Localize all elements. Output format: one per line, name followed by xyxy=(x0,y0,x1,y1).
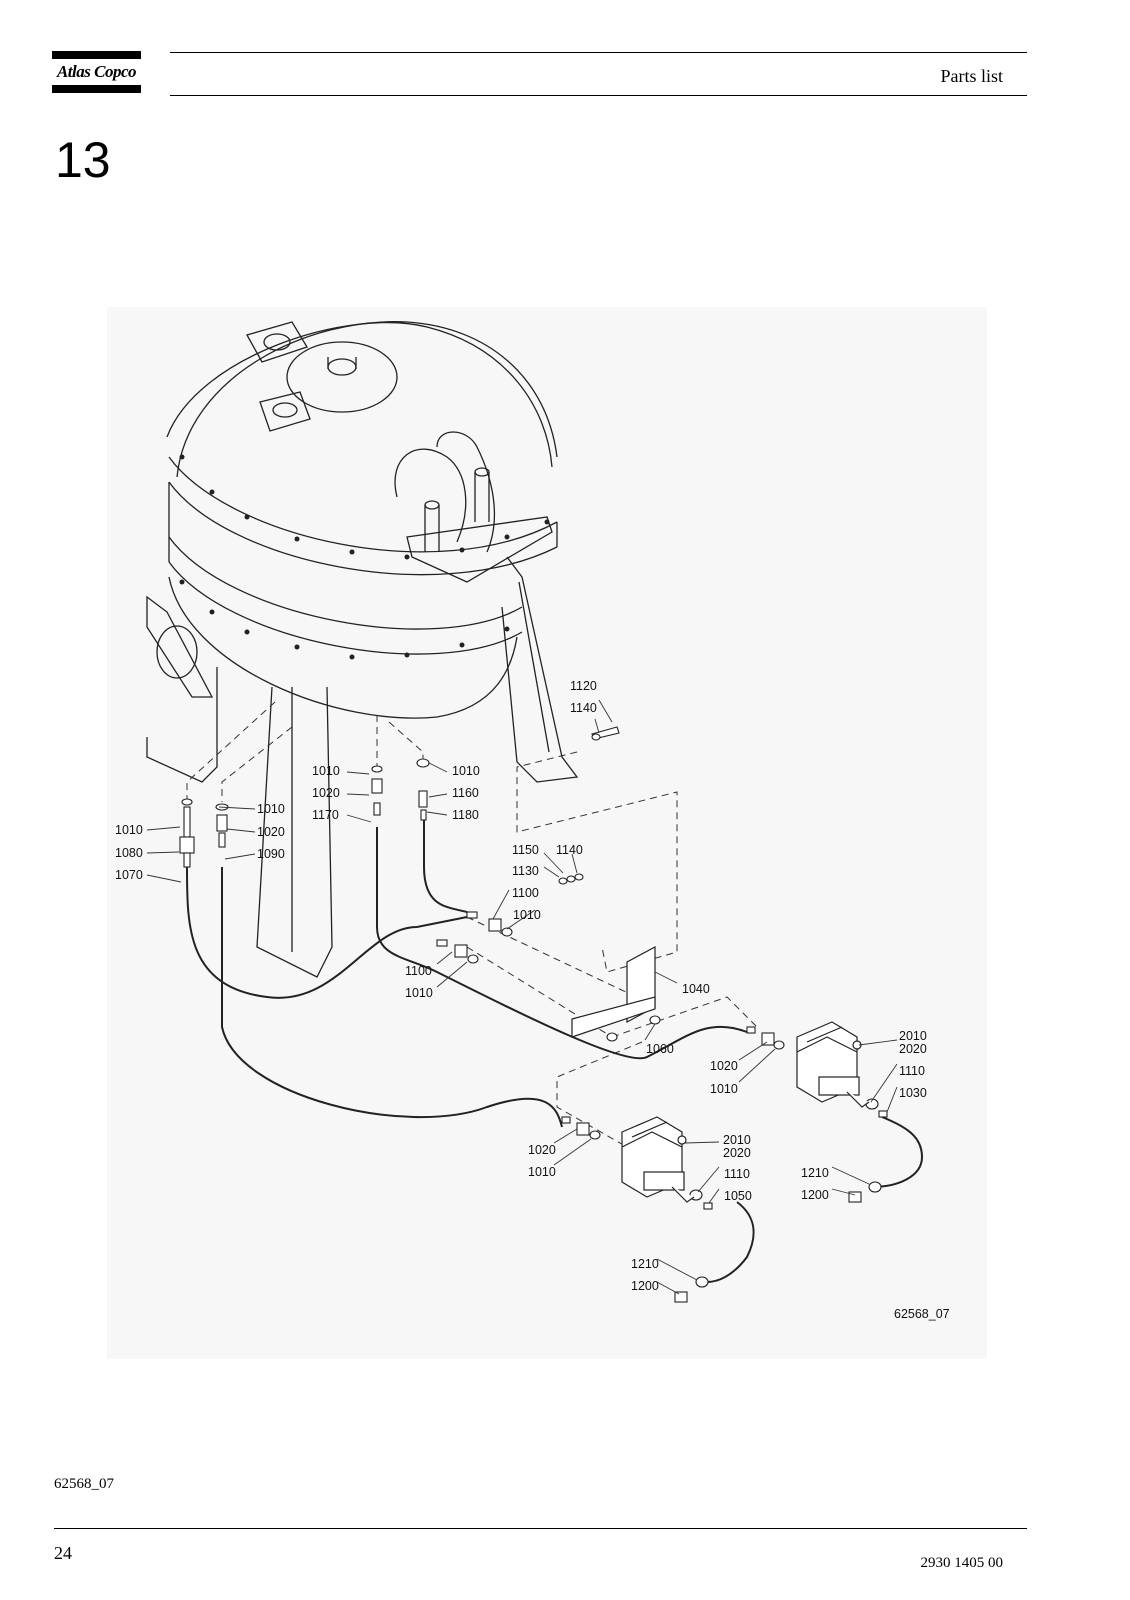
chapter-number: 13 xyxy=(55,132,111,188)
callout-1120: 1120 xyxy=(570,679,597,693)
logo-bottom-bar xyxy=(52,85,141,93)
leader-lines xyxy=(146,699,898,1295)
assembly-dashed-lines xyxy=(186,701,758,1148)
callout-1130: 1130 xyxy=(512,864,539,878)
callout-1010: 1010 xyxy=(710,1082,738,1096)
callout-1010: 1010 xyxy=(528,1165,556,1179)
callout-2010: 2010 xyxy=(899,1029,927,1043)
callout-1110: 1110 xyxy=(724,1167,750,1181)
callout-1170: 1170 xyxy=(312,808,339,822)
callout-1010: 1010 xyxy=(257,802,285,816)
footer-rule xyxy=(54,1528,1027,1529)
callout-1020: 1020 xyxy=(257,825,285,839)
callout-2020: 2020 xyxy=(723,1146,751,1160)
drawing-canvas: 1120 1140 1010 1010 1020 1160 1170 1180 … xyxy=(115,321,950,1321)
callout-1010: 1010 xyxy=(513,908,541,922)
callout-1060: 1060 xyxy=(646,1042,674,1056)
callout-1050: 1050 xyxy=(724,1189,752,1203)
fittings xyxy=(179,726,888,1303)
callout-2020: 2020 xyxy=(899,1042,927,1056)
callout-1010: 1010 xyxy=(115,823,143,837)
callout-1140: 1140 xyxy=(556,843,583,857)
callout-1090: 1090 xyxy=(257,847,285,861)
mounting-bracket xyxy=(571,945,656,1038)
callout-1020: 1020 xyxy=(312,786,340,800)
callout-1200: 1200 xyxy=(631,1279,659,1293)
vessel-body xyxy=(146,321,579,978)
callout-1150: 1150 xyxy=(512,843,539,857)
callout-1100: 1100 xyxy=(405,964,432,978)
callout-1210: 1210 xyxy=(801,1166,829,1180)
document-number: 2930 1405 00 xyxy=(920,1555,1004,1571)
drawing-id-label: 62568_07 xyxy=(894,1307,950,1321)
callout-1110: 1110 xyxy=(899,1064,925,1078)
callout-1020: 1020 xyxy=(528,1143,556,1157)
section-title: Parts list xyxy=(940,66,1003,86)
header-bottom-rule xyxy=(170,95,1027,96)
callout-1140: 1140 xyxy=(570,701,597,715)
logo-text: Atlas Copco xyxy=(56,62,137,81)
callout-1030: 1030 xyxy=(899,1086,927,1100)
callout-1200: 1200 xyxy=(801,1188,829,1202)
sensor-pipes xyxy=(186,817,924,1283)
callout-labels: 1120 1140 1010 1010 1020 1160 1170 1180 … xyxy=(115,679,950,1321)
transmitter-left xyxy=(621,1116,695,1203)
callout-1210: 1210 xyxy=(631,1257,659,1271)
callout-1010: 1010 xyxy=(312,764,340,778)
callout-1020: 1020 xyxy=(710,1059,738,1073)
transmitter-right xyxy=(796,1021,870,1108)
atlas-copco-logo: Atlas Copco xyxy=(52,51,141,93)
exploded-view-drawing: 1120 1140 1010 1010 1020 1160 1170 1180 … xyxy=(107,307,987,1359)
callout-1100: 1100 xyxy=(512,886,539,900)
figure-caption: 62568_07 xyxy=(54,1476,114,1492)
flange-bolts xyxy=(179,454,550,660)
page-number: 24 xyxy=(54,1543,72,1563)
callout-1070: 1070 xyxy=(115,868,143,882)
callout-1160: 1160 xyxy=(452,786,479,800)
callout-1010: 1010 xyxy=(405,986,433,1000)
callout-1010: 1010 xyxy=(452,764,480,778)
logo-top-bar xyxy=(52,51,141,59)
callout-1180: 1180 xyxy=(452,808,479,822)
callout-1040: 1040 xyxy=(682,982,710,996)
callout-2010: 2010 xyxy=(723,1133,751,1147)
header-top-rule xyxy=(170,52,1027,53)
callout-1080: 1080 xyxy=(115,846,143,860)
